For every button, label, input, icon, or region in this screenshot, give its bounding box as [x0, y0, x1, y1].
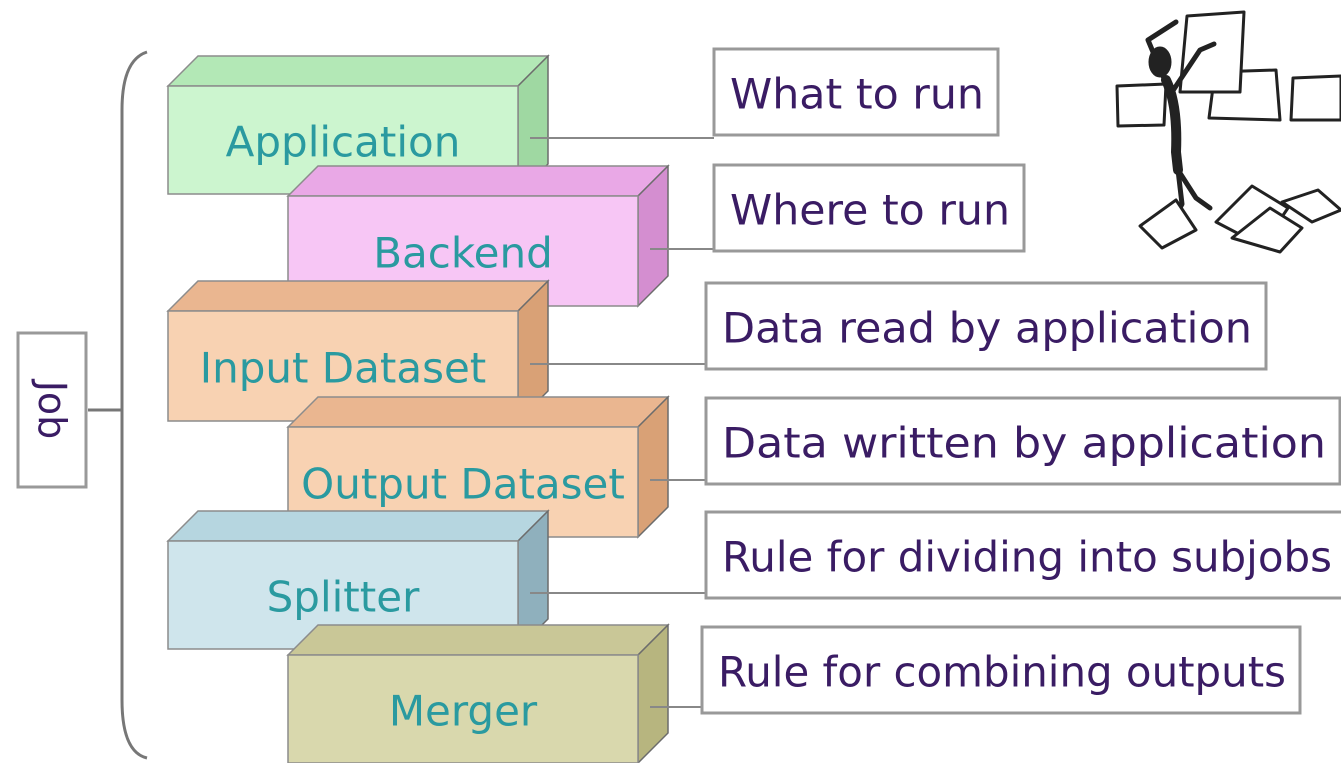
block-label-splitter: Splitter: [267, 573, 420, 622]
description-merger: Rule for combining outputs: [700, 625, 1302, 715]
description-box: [700, 625, 1302, 715]
description-text: Rule for combining outputs: [718, 648, 1286, 697]
block-label-merger: Merger: [389, 687, 538, 736]
job-label: Job: [30, 379, 74, 440]
description-box: [712, 47, 1000, 137]
block-label-backend: Backend: [373, 229, 553, 278]
block-top-face: [286, 396, 670, 428]
description-box: [704, 510, 1341, 600]
description-text: Data written by application: [722, 419, 1326, 468]
block-merger: Merger: [286, 623, 670, 763]
connector-lines: [530, 137, 714, 708]
block-top-face: [286, 165, 670, 197]
block-top-face: [166, 280, 550, 312]
description-text: What to run: [730, 70, 984, 119]
description-text: Rule for dividing into subjobs: [722, 533, 1332, 582]
block-label-output-dataset: Output Dataset: [301, 460, 625, 509]
job-label-box: Job: [16, 331, 88, 489]
description-application: What to run: [712, 47, 1000, 137]
block-top-face: [286, 624, 670, 656]
job-bracket: [88, 50, 148, 760]
stick-figure-with-papers-icon: [1115, 10, 1341, 254]
block-label-input-dataset: Input Dataset: [200, 344, 487, 393]
block-top-face: [166, 55, 550, 87]
description-text: Data read by application: [722, 304, 1252, 353]
description-backend: Where to run: [712, 163, 1026, 253]
description-output-dataset: Data written by application: [704, 396, 1341, 486]
description-box: [704, 281, 1268, 371]
description-box: [712, 163, 1026, 253]
block-front-face: [287, 654, 639, 763]
description-splitter: Rule for dividing into subjobs: [704, 510, 1341, 600]
description-text: Where to run: [730, 186, 1010, 235]
block-label-application: Application: [226, 118, 461, 167]
description-input-dataset: Data read by application: [704, 281, 1268, 371]
description-box: [704, 396, 1341, 486]
block-top-face: [166, 510, 550, 542]
